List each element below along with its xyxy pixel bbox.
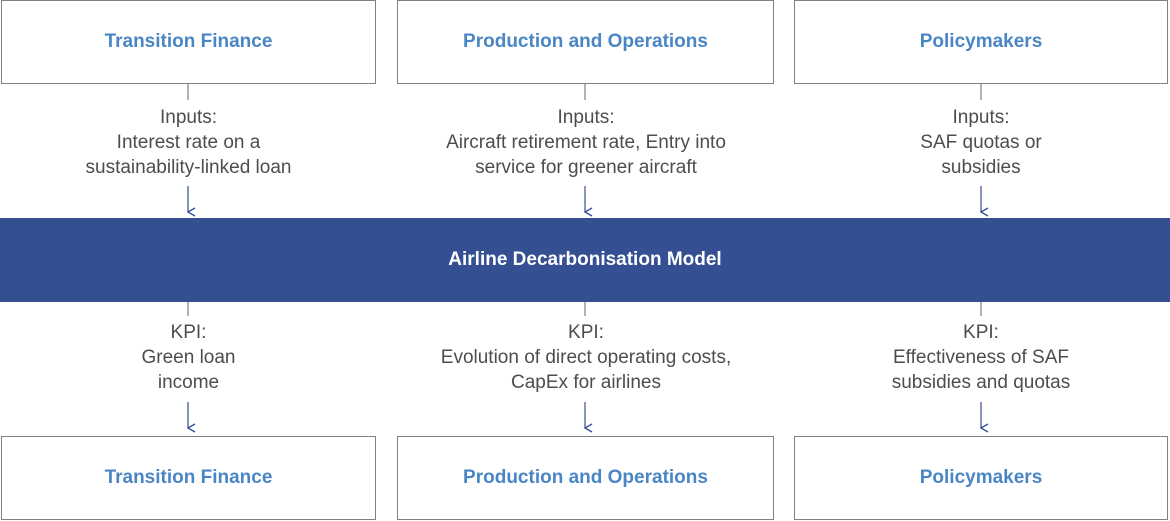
inputs-line: SAF quotas or	[920, 132, 1042, 153]
bottom-box-production-operations: Production and Operations	[397, 436, 774, 520]
inputs-production-operations: Inputs: Aircraft retirement rate, Entry …	[405, 105, 767, 180]
inputs-line: sustainability-linked loan	[85, 157, 292, 178]
box-title: Policymakers	[919, 31, 1043, 52]
inputs-line: Aircraft retirement rate, Entry into	[446, 132, 726, 153]
inputs-heading: Inputs:	[159, 107, 218, 128]
model-title: Airline Decarbonisation Model	[448, 249, 722, 270]
bottom-box-policymakers: Policymakers	[794, 436, 1168, 520]
inputs-policymakers: Inputs: SAF quotas or subsidies	[820, 105, 1142, 180]
top-box-production-operations: Production and Operations	[397, 0, 774, 84]
box-title: Transition Finance	[104, 31, 273, 52]
top-box-transition-finance: Transition Finance	[1, 0, 376, 84]
top-box-policymakers: Policymakers	[794, 0, 1168, 84]
kpi-line: Evolution of direct operating costs,	[440, 347, 732, 368]
inputs-line: Interest rate on a	[116, 132, 261, 153]
inputs-line: service for greener aircraft	[475, 157, 697, 178]
model-band: Airline Decarbonisation Model	[0, 218, 1170, 302]
kpi-line: Green loan	[141, 347, 236, 368]
kpi-heading: KPI:	[568, 322, 604, 343]
kpi-line: Effectiveness of SAF	[892, 347, 1069, 368]
kpi-production-operations: KPI: Evolution of direct operating costs…	[405, 320, 767, 395]
bottom-box-transition-finance: Transition Finance	[1, 436, 376, 520]
kpi-transition-finance: KPI: Green loan income	[40, 320, 337, 395]
kpi-heading: KPI:	[963, 322, 999, 343]
kpi-line: subsidies and quotas	[891, 372, 1071, 393]
kpi-line: income	[157, 372, 220, 393]
box-title: Production and Operations	[463, 31, 708, 52]
box-title: Production and Operations	[463, 467, 708, 488]
kpi-heading: KPI:	[170, 322, 207, 343]
inputs-heading: Inputs:	[557, 107, 615, 128]
kpi-policymakers: KPI: Effectiveness of SAF subsidies and …	[820, 320, 1142, 395]
box-title: Transition Finance	[104, 467, 273, 488]
inputs-line: subsidies	[941, 157, 1021, 178]
kpi-line: CapEx for airlines	[511, 372, 661, 393]
inputs-heading: Inputs:	[952, 107, 1010, 128]
box-title: Policymakers	[919, 467, 1043, 488]
inputs-transition-finance: Inputs: Interest rate on a sustainabilit…	[40, 105, 337, 180]
